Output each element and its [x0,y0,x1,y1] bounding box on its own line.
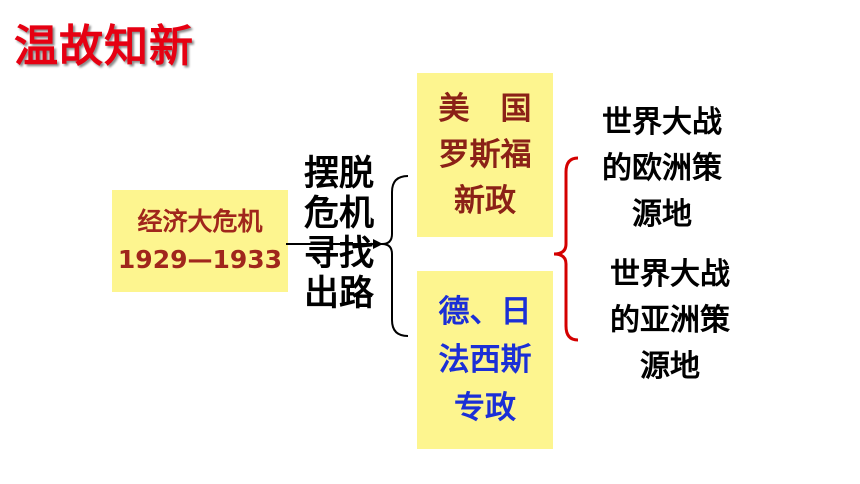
asia-line-3: 源地 [640,349,700,384]
economic-crisis-box: 经济大危机 1929—1933 [112,190,288,292]
us-new-deal-box: 美 国 罗斯福 新政 [417,73,553,237]
left-brace [381,175,409,337]
axis-line-3: 专政 [454,390,516,426]
middle-line-4: 出路 [303,274,374,314]
axis-line-1: 德、日 [438,294,532,330]
axis-line-2: 法西斯 [438,342,532,378]
middle-line-1: 摆脱 [303,154,374,194]
europe-line-2: 的欧洲策 [602,151,722,186]
crisis-label: 经济大危机 [137,207,263,236]
middle-line-3: 寻找 [303,234,374,274]
crisis-years: 1929—1933 [117,245,283,274]
usa-line-3: 新政 [454,183,516,219]
asia-line-2: 的亚洲策 [610,303,730,338]
asia-line-1: 世界大战 [610,257,730,292]
europe-line-1: 世界大战 [602,105,722,140]
fascist-dictatorship-box: 德、日 法西斯 专政 [417,271,553,449]
usa-line-1: 美 国 [438,91,532,127]
usa-line-2: 罗斯福 [438,137,532,173]
europe-war-source-text: 世界大战 的欧洲策 源地 [580,100,744,238]
middle-text: 摆脱 危机 寻找 出路 [296,154,382,314]
europe-line-3: 源地 [632,197,692,232]
middle-line-2: 危机 [303,194,374,234]
asia-war-source-text: 世界大战 的亚洲策 源地 [588,252,752,390]
right-brace [553,156,579,342]
page-title: 温故知新 [14,21,194,72]
